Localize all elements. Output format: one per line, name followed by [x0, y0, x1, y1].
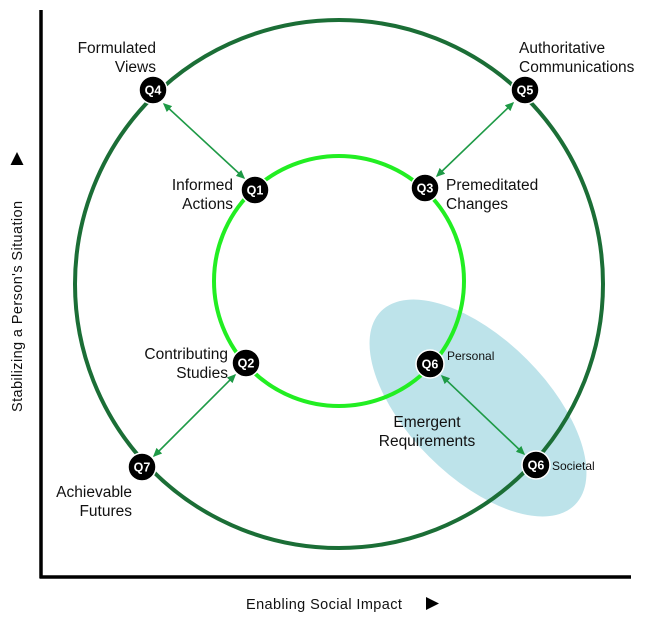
svg-text:Premeditated: Premeditated [446, 177, 538, 194]
svg-text:Studies: Studies [176, 365, 228, 382]
arrow-q5-q3 [435, 101, 515, 178]
svg-text:Q7: Q7 [134, 461, 151, 475]
svg-text:Q3: Q3 [417, 182, 434, 196]
inner-circle [212, 154, 466, 408]
node-q2: Q2 [231, 348, 261, 378]
label-informed-actions: Informed Actions [172, 177, 233, 213]
label-formulated-views: Formulated Views [78, 40, 157, 76]
y-axis-label: Stabilizing a Person's Situation [10, 201, 26, 412]
svg-text:Informed: Informed [172, 177, 233, 194]
triangle-up-icon [10, 152, 24, 165]
node-q7: Q7 [127, 452, 157, 482]
label-societal: Societal [552, 459, 595, 473]
node-q4: Q4 [138, 75, 168, 105]
svg-text:Q2: Q2 [238, 357, 255, 371]
label-emergent-requirements: Emergent Requirements [379, 414, 476, 450]
arrow-q4-q1 [162, 102, 246, 180]
svg-text:Contributing: Contributing [144, 346, 228, 363]
arrow-q2-q7 [152, 373, 237, 458]
triangle-right-icon [426, 597, 439, 610]
svg-text:Q6: Q6 [528, 459, 545, 473]
svg-text:Q6: Q6 [422, 358, 439, 372]
svg-text:Changes: Changes [446, 196, 508, 213]
svg-text:Emergent: Emergent [393, 414, 461, 431]
svg-text:Communications: Communications [519, 59, 635, 76]
outer-circle [73, 18, 605, 550]
label-authoritative-communications: Authoritative Communications [519, 40, 635, 76]
svg-text:Formulated: Formulated [78, 40, 156, 57]
svg-text:Authoritative: Authoritative [519, 40, 605, 57]
svg-text:Actions: Actions [182, 196, 233, 213]
node-q5: Q5 [510, 75, 540, 105]
node-q1: Q1 [240, 175, 270, 205]
label-achievable-futures: Achievable Futures [56, 484, 132, 520]
svg-text:Q4: Q4 [145, 84, 162, 98]
svg-text:Q1: Q1 [247, 184, 264, 198]
label-contributing-studies: Contributing Studies [144, 346, 228, 382]
node-q6-personal: Q6 [415, 349, 445, 379]
label-premeditated-changes: Premeditated Changes [446, 177, 538, 213]
svg-text:Views: Views [115, 59, 156, 76]
svg-text:Futures: Futures [79, 503, 132, 520]
label-personal: Personal [447, 349, 494, 363]
node-q3: Q3 [410, 173, 440, 203]
svg-text:Requirements: Requirements [379, 433, 476, 450]
x-axis-label: Enabling Social Impact [246, 597, 402, 613]
node-q6-societal: Q6 [521, 450, 551, 480]
svg-text:Achievable: Achievable [56, 484, 132, 501]
arrow-q6-personal-societal [440, 374, 526, 456]
svg-text:Q5: Q5 [517, 84, 534, 98]
